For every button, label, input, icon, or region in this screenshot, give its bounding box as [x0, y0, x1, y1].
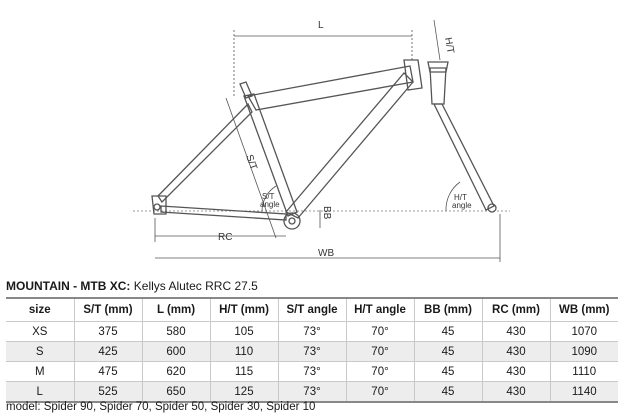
table-cell: 600: [141, 341, 211, 362]
table-cell: 70°: [345, 381, 415, 403]
table-cell: 1140: [549, 381, 618, 403]
table-cell: 620: [141, 361, 211, 382]
table-cell: 45: [413, 341, 483, 362]
column-header: H/T (mm): [209, 297, 279, 322]
table-cell: 430: [481, 321, 551, 342]
st-angle-label-2: angle: [260, 200, 280, 209]
table-cell: 475: [73, 361, 143, 382]
bike-frame: [151, 59, 497, 230]
table-cell: 525: [73, 381, 143, 403]
table-cell: 73°: [277, 361, 347, 382]
table-cell: XS: [6, 321, 75, 342]
column-header: WB (mm): [549, 297, 618, 322]
table-cell: 45: [413, 321, 483, 342]
table-cell: 73°: [277, 381, 347, 403]
table-cell: 1110: [549, 361, 618, 382]
column-header: size: [6, 297, 75, 322]
column-header: H/T angle: [345, 297, 415, 322]
column-header: BB (mm): [413, 297, 483, 322]
table-row: M 475 620 115 73° 70° 45 430 1110: [6, 361, 618, 382]
table-cell: 650: [141, 381, 211, 403]
table-cell: 70°: [345, 341, 415, 362]
st-angle-label-1: S/T: [262, 192, 275, 201]
st-label: S/T: [243, 153, 259, 171]
table-cell: 110: [209, 341, 279, 362]
l-label: L: [318, 20, 324, 31]
table-cell: 1070: [549, 321, 618, 342]
table-cell: 70°: [345, 361, 415, 382]
compatible-models: model: Spider 90, Spider 70, Spider 50, …: [6, 401, 316, 413]
table-cell: M: [6, 361, 75, 382]
table-cell: S: [6, 341, 75, 362]
ht-label: H/T: [442, 37, 456, 55]
column-header: L (mm): [141, 297, 211, 322]
table-cell: 1090: [549, 341, 618, 362]
wb-label: WB: [318, 248, 334, 259]
table-row: S 425 600 110 73° 70° 45 430 1090: [6, 341, 618, 362]
table-cell: 45: [413, 381, 483, 403]
table-cell: L: [6, 381, 75, 403]
column-header: S/T (mm): [73, 297, 143, 322]
table-row: XS 375 580 105 73° 70° 45 430 1070: [6, 321, 618, 342]
table-cell: 430: [481, 381, 551, 403]
table-cell: 73°: [277, 341, 347, 362]
bb-label: BB: [321, 206, 332, 220]
geometry-heading: MOUNTAIN - MTB XC: Kellys Alutec RRC 27.…: [6, 279, 258, 293]
table-cell: 425: [73, 341, 143, 362]
table-cell: 580: [141, 321, 211, 342]
model-name: Kellys Alutec RRC 27.5: [130, 279, 258, 293]
column-header: RC (mm): [481, 297, 551, 322]
table-cell: 45: [413, 361, 483, 382]
rc-label: RC: [218, 232, 232, 243]
table-cell: 430: [481, 341, 551, 362]
category-label: MOUNTAIN - MTB XC:: [6, 279, 131, 293]
table-cell: 73°: [277, 321, 347, 342]
table-cell: 430: [481, 361, 551, 382]
table-cell: 105: [209, 321, 279, 342]
table-header-row: size S/T (mm) L (mm) H/T (mm) S/T angle …: [6, 297, 618, 322]
table-cell: 125: [209, 381, 279, 403]
ht-angle-label-1: H/T: [454, 193, 467, 202]
table-cell: 70°: [345, 321, 415, 342]
frame-geometry-diagram: L H/T S/T S/T angle H/T angle BB RC WB: [133, 19, 510, 262]
ht-angle-label-2: angle: [452, 201, 472, 210]
column-header: S/T angle: [277, 297, 347, 322]
dimension-lines: [154, 19, 501, 262]
geometry-table: size S/T (mm) L (mm) H/T (mm) S/T angle …: [6, 297, 618, 403]
table-cell: 115: [209, 361, 279, 382]
table-row: L 525 650 125 73° 70° 45 430 1140: [6, 381, 618, 403]
table-cell: 375: [73, 321, 143, 342]
